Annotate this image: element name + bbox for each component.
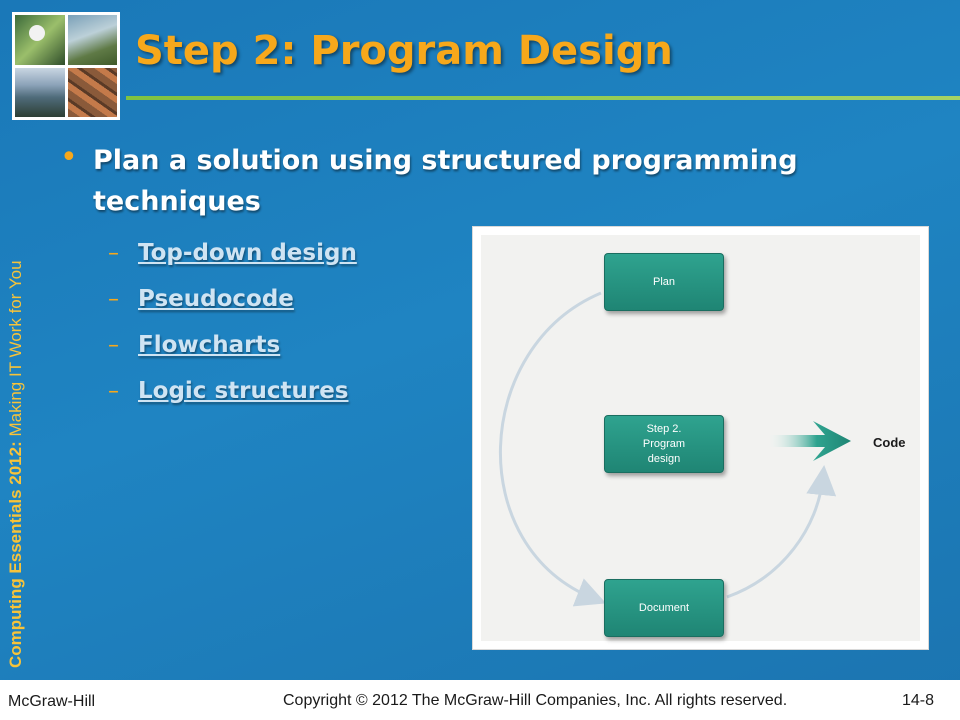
program-design-box: Step 2. Program design [604,415,724,473]
sub-item: – Logic structures [108,368,357,414]
dash-icon: – [108,378,119,404]
main-bullet-text: Plan a solution using structured program… [93,145,798,217]
sub-bullet-list: – Top-down design – Pseudocode – Flowcha… [108,230,357,414]
dash-icon: – [108,332,119,358]
link-top-down-design[interactable]: Top-down design [138,240,357,266]
footer: McGraw-Hill Copyright © 2012 The McGraw-… [0,680,960,720]
sub-item: – Top-down design [108,230,357,276]
arc-document-to-step [726,465,837,599]
arc-plan-to-document [499,291,607,607]
link-logic-structures[interactable]: Logic structures [138,378,349,404]
footer-publisher: McGraw-Hill [8,693,96,710]
link-flowcharts[interactable]: Flowcharts [138,332,281,358]
golf-ball-photo [15,15,65,65]
cover-photo-logo [12,12,120,120]
bullet-dot-icon: • [60,140,78,175]
book-title-subtitle: Making IT Work for You [6,260,25,442]
link-pseudocode[interactable]: Pseudocode [138,286,294,312]
title-divider [126,96,960,100]
main-bullet: • Plan a solution using structured progr… [60,140,850,222]
footer-copyright: Copyright © 2012 The McGraw-Hill Compani… [283,692,788,709]
texture-photo [67,67,117,117]
program-design-figure: Plan Step 2. Program design Document Cod… [472,226,929,650]
slide: Step 2: Program Design Computing Essenti… [6,12,960,668]
footer-page-number: 14-8 [901,692,934,709]
sub-item: – Pseudocode [108,276,357,322]
dash-icon: – [108,240,119,266]
document-box: Document [604,579,724,637]
dash-icon: – [108,286,119,312]
program-design-label: Step 2. Program design [642,422,686,465]
book-title-bold: Computing Essentials 2012: [6,441,25,668]
landscape-photo [67,15,117,65]
sky-photo [15,67,65,117]
sub-item: – Flowcharts [108,322,357,368]
cycle-arrows [499,291,851,607]
plan-box: Plan [604,253,724,311]
slide-title: Step 2: Program Design [135,28,673,74]
code-arrow-icon [765,421,851,461]
book-title-sidebar: Computing Essentials 2012: Making IT Wor… [6,260,26,668]
code-label: Code [873,435,906,450]
